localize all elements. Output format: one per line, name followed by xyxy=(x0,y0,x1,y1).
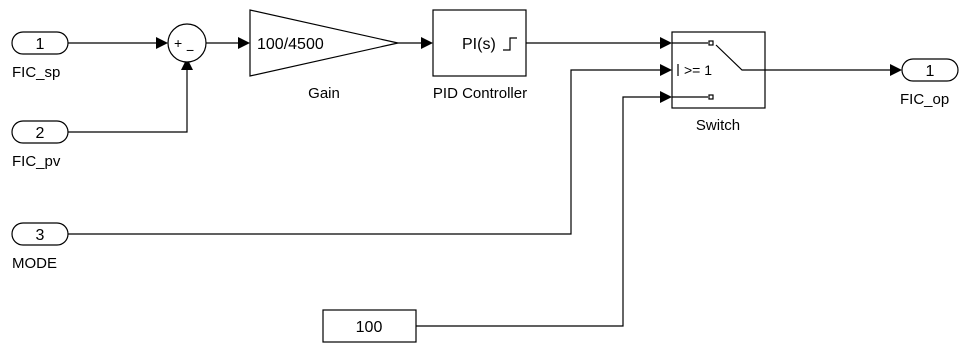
inport-number: 3 xyxy=(36,227,45,244)
inport-number: 2 xyxy=(36,125,45,142)
inport-oval xyxy=(11,222,69,246)
inport-label: FIC_pv xyxy=(12,153,61,170)
wire-arrowhead xyxy=(421,37,433,49)
signal-lines xyxy=(68,37,902,327)
pid-step-icon xyxy=(503,37,517,51)
inport-oval xyxy=(11,120,69,144)
constant-value: 100 xyxy=(356,319,383,336)
gain-value: 100/4500 xyxy=(257,36,324,53)
constant-block[interactable]: 100 xyxy=(322,309,417,343)
outport-label: FIC_op xyxy=(900,91,949,108)
wire-mode-to-switch xyxy=(68,69,660,235)
outport-oval xyxy=(901,58,959,82)
inport-number: 1 xyxy=(36,36,45,53)
outport-number: 1 xyxy=(926,63,935,80)
switch-threshold: >= 1 xyxy=(684,62,712,78)
outport-fic-op[interactable]: 1 FIC_op xyxy=(900,58,959,108)
wire-arrowhead xyxy=(660,37,672,49)
wire-arrowhead xyxy=(890,64,902,76)
switch-label: Switch xyxy=(696,117,740,134)
pid-transfer-text: PI(s) xyxy=(462,36,496,53)
sum-block[interactable]: + − xyxy=(167,23,207,63)
inport-label: FIC_sp xyxy=(12,64,60,81)
gain-triangle xyxy=(249,9,399,77)
wire-arrowhead xyxy=(156,37,168,49)
inport-fic-pv[interactable]: 2 FIC_pv xyxy=(11,120,69,170)
sum-circle xyxy=(167,23,207,63)
constant-box xyxy=(322,309,417,343)
wire-arrowhead xyxy=(181,58,193,70)
switch-input3-terminal xyxy=(708,94,714,100)
wire-arrowhead xyxy=(238,37,250,49)
sum-minus-sign: − xyxy=(186,42,194,58)
pid-controller-block[interactable]: PI(s) PID Controller xyxy=(432,9,527,102)
switch-lever xyxy=(715,44,765,71)
wire-const-to-switch xyxy=(416,96,660,327)
inport-label: MODE xyxy=(12,255,57,272)
gain-label: Gain xyxy=(308,85,340,102)
inport-oval xyxy=(11,31,69,55)
switch-input1-terminal xyxy=(708,40,714,46)
gain-block[interactable]: 100/4500 Gain xyxy=(249,9,399,102)
inport-fic-sp[interactable]: 1 FIC_sp xyxy=(11,31,69,81)
inport-mode[interactable]: 3 MODE xyxy=(11,222,69,272)
pid-label: PID Controller xyxy=(433,85,527,102)
wire-pv-to-sum xyxy=(68,70,188,133)
switch-block[interactable]: >= 1 Switch xyxy=(671,31,766,134)
wire-arrowhead xyxy=(660,64,672,76)
sum-plus-sign: + xyxy=(174,35,182,51)
wire-arrowhead xyxy=(660,91,672,103)
